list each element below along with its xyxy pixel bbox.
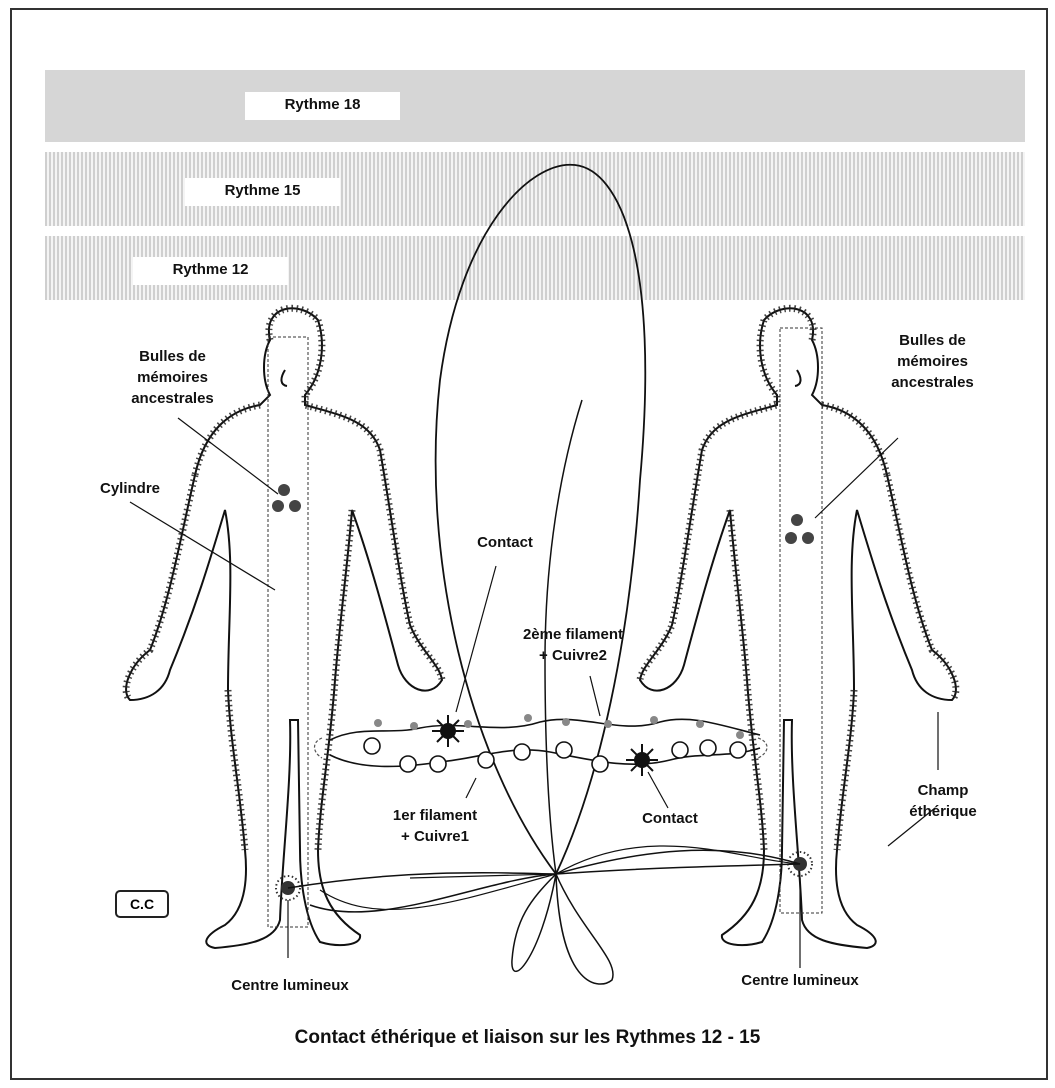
bulles-left-label: Bulles de mémoires ancestrales <box>100 346 245 409</box>
leader-lines <box>130 418 938 968</box>
etheric-strand <box>556 874 613 984</box>
cc-badge: C.C <box>115 890 169 918</box>
centre-lumineux-left-label: Centre lumineux <box>200 975 380 996</box>
left-bubble <box>289 500 301 512</box>
right-human-figure <box>640 308 956 948</box>
right-bubble <box>791 514 803 526</box>
filament-1-label: 1er filament + Cuivre1 <box>365 805 505 847</box>
contact-top-label: Contact <box>455 532 555 553</box>
filament-end-left <box>315 738 323 758</box>
left-face-mark <box>281 370 287 386</box>
bulles-right-label: Bulles de mémoires ancestrales <box>860 330 1005 393</box>
contact-star-top <box>432 715 464 747</box>
left-cylinder <box>268 337 308 927</box>
centre-lumineux-right-label: Centre lumineux <box>710 970 890 991</box>
etheric-loop <box>436 165 646 874</box>
filament-2-label: 2ème filament + Cuivre2 <box>493 624 653 666</box>
etheric-strand <box>512 874 556 971</box>
filament-1-rings <box>364 738 746 772</box>
contact-star-bottom <box>626 744 658 776</box>
champ-etherique-label: Champ éthérique <box>893 780 993 822</box>
right-bubble <box>785 532 797 544</box>
cylindre-label: Cylindre <box>80 478 180 499</box>
left-bubble <box>272 500 284 512</box>
filament-1 <box>330 748 760 766</box>
left-bubble <box>278 484 290 496</box>
right-cylinder <box>780 328 822 913</box>
contact-bottom-label: Contact <box>620 808 720 829</box>
right-bubble <box>802 532 814 544</box>
etheric-link-left <box>288 873 556 912</box>
diagram-caption: Contact éthérique et liaison sur les Ryt… <box>0 1027 1055 1049</box>
